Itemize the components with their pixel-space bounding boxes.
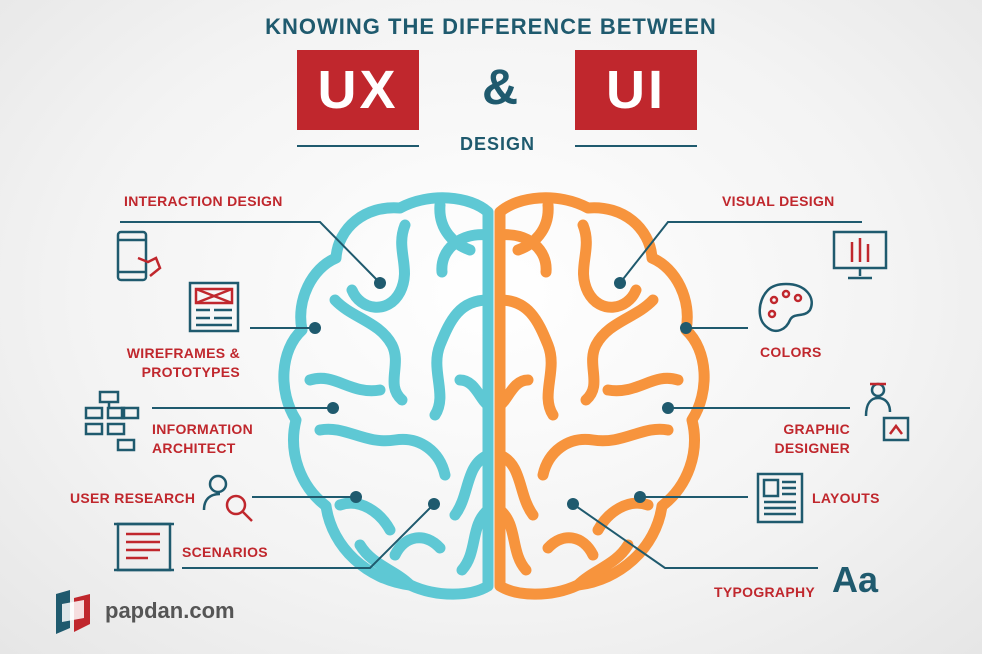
label-scenarios: SCENARIOS (182, 544, 268, 560)
ux-brain (278, 192, 494, 600)
label-colors: COLORS (760, 344, 822, 360)
user-search-icon (202, 474, 253, 522)
label-wireframes-line2: PROTOTYPES (141, 364, 240, 380)
tablet-touch-icon (116, 230, 162, 282)
ux-block: UX (297, 50, 419, 130)
label-interaction-design: INTERACTION DESIGN (124, 193, 283, 209)
designer-icon (864, 382, 910, 442)
header-title: KNOWING THE DIFFERENCE BETWEEN (265, 14, 717, 39)
papdan-logo-icon (56, 590, 90, 634)
ui-underline (575, 145, 697, 147)
label-information-line2: ARCHITECT (152, 440, 236, 456)
ui-connector-dots (567, 277, 692, 510)
ui-connectors (572, 221, 862, 569)
ampersand: & (481, 59, 519, 115)
ui-block: UI (575, 50, 697, 130)
ui-brain (494, 192, 710, 600)
sitemap-icon (84, 390, 140, 452)
ux-connectors (120, 221, 435, 569)
palette-icon (758, 282, 813, 332)
label-wireframes-line1: WIREFRAMES & (126, 345, 240, 361)
layout-icon (756, 472, 804, 524)
label-layouts: LAYOUTS (812, 490, 880, 506)
label-graphic-line1: GRAPHIC (783, 421, 850, 437)
design-word: DESIGN (459, 134, 535, 154)
typography-icon: Aa (832, 559, 879, 600)
wireframe-icon (188, 281, 240, 333)
ux-connector-dots (309, 277, 440, 510)
monitor-pencils-icon (832, 230, 888, 280)
label-information-line1: INFORMATION (152, 421, 254, 437)
label-user-research: USER RESEARCH (70, 490, 196, 506)
papdan-logo-text: papdan.com (105, 598, 235, 623)
scenario-document-icon (114, 522, 174, 572)
ux-underline (297, 145, 419, 147)
label-graphic-line2: DESIGNER (774, 440, 850, 456)
label-visual-design: VISUAL DESIGN (722, 193, 835, 209)
label-typography: TYPOGRAPHY (714, 584, 816, 600)
